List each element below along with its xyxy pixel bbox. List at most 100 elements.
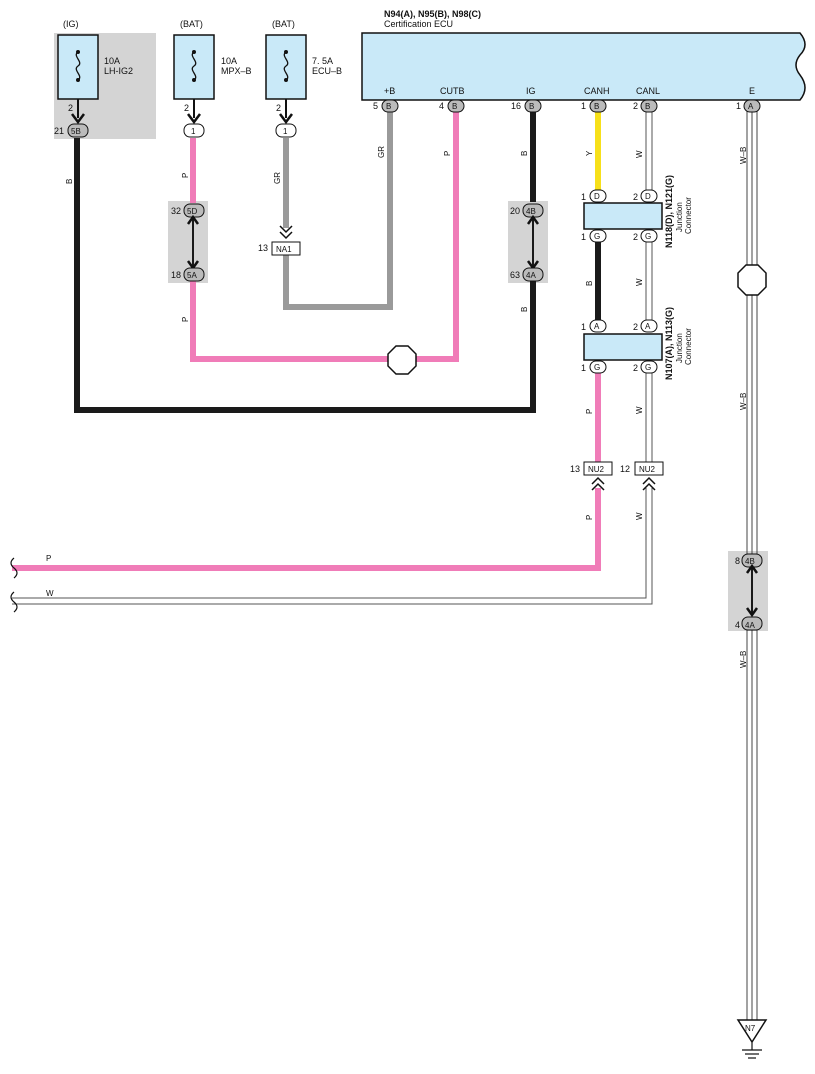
fuse-ecu-b: (BAT) 7. 5A ECU–B 2 1 xyxy=(265,19,342,138)
ecu-pin-num: 1 xyxy=(736,101,741,111)
ecu-pin-label: CANH xyxy=(584,86,610,96)
junction-connector-n118-n121: 1 D 2 D 1 G 2 G N118(D), N121(G) Junctio… xyxy=(581,175,693,248)
fuse-lh-ig2: (IG) 10A LH-IG2 2 21 5B xyxy=(54,19,133,138)
fuse-mpx-b: (BAT) 10A MPX–B 2 1 xyxy=(173,19,252,138)
ecu-pin-label: +B xyxy=(384,86,395,96)
wire-label-gr: GR xyxy=(377,146,386,158)
wire-label-p: P xyxy=(585,515,594,520)
wire-p-canh-out xyxy=(12,488,601,571)
ecu-pin-conn: B xyxy=(594,102,599,111)
ecu-pin-num: 4 xyxy=(439,101,444,111)
junction-title: N107(A), N113(G) xyxy=(664,307,674,380)
wire-label-b: B xyxy=(65,179,74,184)
inline-top-conn: 4B xyxy=(745,557,755,566)
wire-label-wb: W–B xyxy=(739,147,748,164)
fuse-source: (BAT) xyxy=(272,19,295,29)
ecu-pin-num: 2 xyxy=(633,101,638,111)
junction-pin-num: 1 xyxy=(581,322,586,332)
junction-pin-conn: G xyxy=(645,363,651,372)
junction-pin-conn: G xyxy=(645,232,651,241)
inline-top-num: 20 xyxy=(510,206,520,216)
wire-p-mpx-2 xyxy=(190,110,459,362)
inline-bot-num: 63 xyxy=(510,270,520,280)
junction-pin-num: 2 xyxy=(633,363,638,373)
inline-bot-num: 18 xyxy=(171,270,181,280)
ecu-pin-conn: B xyxy=(645,102,650,111)
fuse-rating: 10A xyxy=(221,56,237,66)
splice-label: NU2 xyxy=(588,465,605,474)
inline-bot-conn: 4A xyxy=(526,271,536,280)
junction-pin-num: 2 xyxy=(633,322,638,332)
ecu-pin-cutb: CUTB 4 B xyxy=(439,86,465,113)
inline-top-num: 32 xyxy=(171,206,181,216)
ecu-pin-conn: B xyxy=(386,102,391,111)
junction-pin-num: 2 xyxy=(633,232,638,242)
wire-label-y: Y xyxy=(585,150,594,156)
splice-nu2-p: 13 NU2 xyxy=(570,461,613,491)
wire-break-p xyxy=(10,557,18,579)
ecu-pin-e: E 1 A xyxy=(736,86,761,113)
shield-octagon-e xyxy=(737,264,767,296)
fuse-name: MPX–B xyxy=(221,66,252,76)
junction-pin-num: 1 xyxy=(581,363,586,373)
junction-name: Junction xyxy=(675,333,684,363)
wire-label-p: P xyxy=(443,151,452,156)
ecu-pin-label: E xyxy=(749,86,755,96)
fuse-source: (BAT) xyxy=(180,19,203,29)
ecu-pin-canl: CANL 2 B xyxy=(633,86,660,113)
junction-pin-conn: A xyxy=(594,322,600,331)
fuse-pin: 2 xyxy=(184,103,189,113)
ecu-subtitle: Certification ECU xyxy=(384,19,453,29)
fuse-pin: 2 xyxy=(276,103,281,113)
ecu-pin-conn: B xyxy=(452,102,457,111)
fuse-name: LH-IG2 xyxy=(104,66,133,76)
fuse-conn-num: 21 xyxy=(54,126,64,136)
wire-label-gr: GR xyxy=(273,172,282,184)
ecu-pin-label: CANL xyxy=(636,86,660,96)
junction-pin-conn: G xyxy=(594,363,600,372)
ecu-pin-conn: A xyxy=(748,102,754,111)
inline-top-conn: 4B xyxy=(526,207,536,216)
junction-pin-num: 1 xyxy=(581,192,586,202)
ground-n7: N7 xyxy=(736,1019,768,1059)
wire-label-w: W xyxy=(46,589,54,598)
fuse-source: (IG) xyxy=(63,19,79,29)
ecu-pin-label: IG xyxy=(526,86,536,96)
fuse-rating: 10A xyxy=(104,56,120,66)
wire-label-w: W xyxy=(635,512,644,520)
inline-bot-conn: 5A xyxy=(187,271,197,280)
ecu-pin-plus-b: +B 5 B xyxy=(373,86,399,113)
fuse-pin: 2 xyxy=(68,103,73,113)
ecu-title: N94(A), N95(B), N98(C) xyxy=(384,9,481,19)
wire-label-w: W xyxy=(635,406,644,414)
wire-label-w: W xyxy=(635,150,644,158)
ground-label: N7 xyxy=(745,1024,756,1033)
ecu-pin-label: CUTB xyxy=(440,86,465,96)
inline-bot-num: 4 xyxy=(735,620,740,630)
ecu-box xyxy=(361,32,806,101)
junction-pin-num: 2 xyxy=(633,192,638,202)
wire-label-p: P xyxy=(181,173,190,178)
wire-b-lh-ig2 xyxy=(74,138,536,413)
wire-w-canl xyxy=(12,110,653,605)
junction-connector-n107-n113: 1 A 2 A 1 G 2 G N107(A), N113(G) Junctio… xyxy=(581,307,693,380)
splice-nu2-w: 12 NU2 xyxy=(620,461,664,491)
junction-name2: Connector xyxy=(684,328,693,365)
ecu-pin-canh: CANH 1 B xyxy=(581,86,610,113)
wire-label-p: P xyxy=(46,554,51,563)
ecu-pin-num: 5 xyxy=(373,101,378,111)
fuse-conn: 1 xyxy=(191,127,196,136)
junction-pin-num: 1 xyxy=(581,232,586,242)
ecu-pin-num: 16 xyxy=(511,101,521,111)
wire-label-b: B xyxy=(520,307,529,312)
ecu-pin-ig: IG 16 B xyxy=(511,86,542,113)
inline-connector-4b-4a: 20 4B 63 4A xyxy=(510,203,544,282)
splice-num: 12 xyxy=(620,464,630,474)
inline-bot-conn: 4A xyxy=(745,621,755,630)
wire-wb-ground xyxy=(746,110,758,1020)
wire-label-w: W xyxy=(635,278,644,286)
junction-pin-conn: G xyxy=(594,232,600,241)
splice-label: NU2 xyxy=(639,465,656,474)
ecu-pin-num: 1 xyxy=(581,101,586,111)
